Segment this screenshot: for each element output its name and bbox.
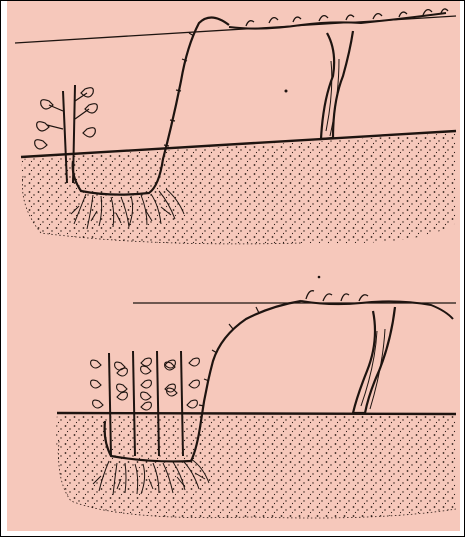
ground-line-bottom xyxy=(57,413,456,414)
diagram-bottom xyxy=(56,276,456,518)
mother-vine-bottom xyxy=(301,291,453,413)
mother-vine-top xyxy=(229,9,448,139)
vine-layering-illustration xyxy=(7,1,460,531)
diagram-top xyxy=(15,9,456,244)
speck-mark-bottom xyxy=(318,276,321,279)
speck-mark xyxy=(285,90,288,93)
soil-top xyxy=(21,133,456,244)
illustration-panel xyxy=(7,1,460,531)
